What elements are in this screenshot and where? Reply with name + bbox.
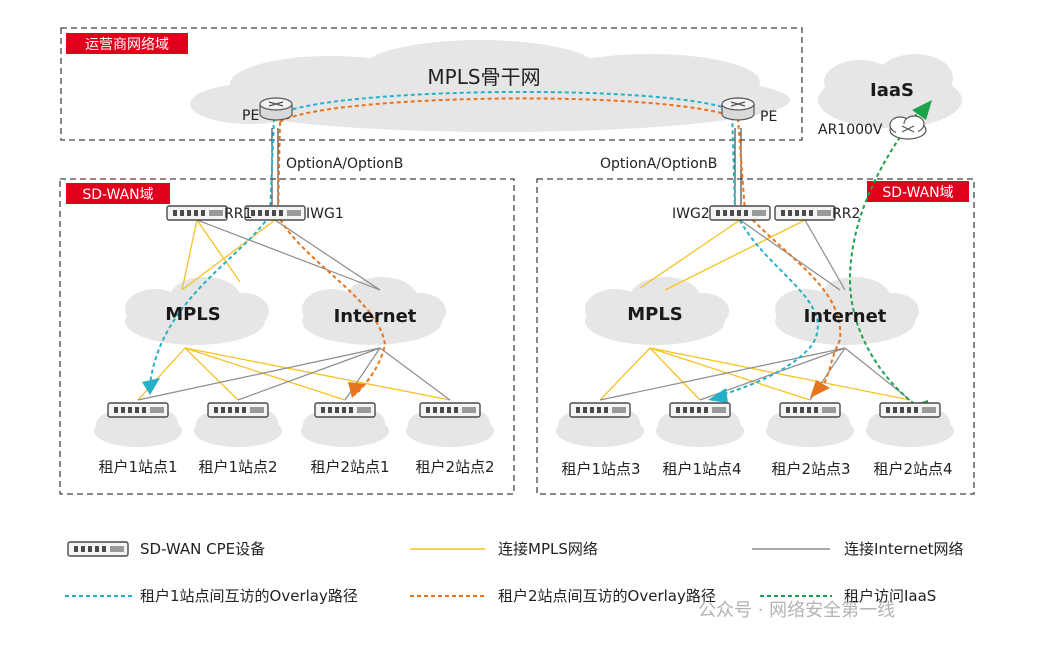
watermark-text: 公众号 · 网络安全第一线 xyxy=(698,600,895,621)
pe-right-router-icon xyxy=(721,97,755,121)
rr2-device-icon xyxy=(774,205,836,221)
legend-mpls-label: 连接MPLS网络 xyxy=(498,540,598,558)
site-cpe-icon xyxy=(569,402,631,418)
right-sdwan-tag xyxy=(867,181,969,202)
site-label: 租户2站点4 xyxy=(873,460,952,478)
site-label: 租户2站点3 xyxy=(771,460,850,478)
legend-internet-label: 连接Internet网络 xyxy=(844,540,964,558)
tenant2-overlay-path xyxy=(276,97,842,396)
option-left-label: OptionA/OptionB xyxy=(286,156,403,172)
site-cpe-icon xyxy=(314,402,376,418)
ar1000v-router-icon xyxy=(889,115,927,140)
left-sdwan-label: SD-WAN域 xyxy=(82,187,153,203)
left-sdwan-domain-box xyxy=(59,178,515,495)
left-mpls-label: MPLS xyxy=(165,304,221,325)
legend-tenant1-label: 租户1站点间互访的Overlay路径 xyxy=(140,587,358,605)
pe-left-router-icon xyxy=(259,97,293,121)
option-right-label: OptionA/OptionB xyxy=(600,156,717,172)
site-cpe-icon xyxy=(207,402,269,418)
right-mpls-links xyxy=(599,219,911,401)
legend-tenant2-label: 租户2站点间互访的Overlay路径 xyxy=(498,587,716,605)
tenant1-arrow-left xyxy=(142,378,160,395)
legend-cpe-icon xyxy=(67,541,129,557)
site-label: 租户1站点4 xyxy=(662,460,741,478)
tenant2-arrow-right xyxy=(810,380,830,398)
tenant1-overlay-path xyxy=(149,90,819,398)
site-label: 租户2站点2 xyxy=(415,458,494,476)
rr1-device-icon xyxy=(166,205,228,221)
site-cpe-icon xyxy=(107,402,169,418)
legend-iaas-label: 租户访问IaaS xyxy=(844,587,936,605)
site-cpe-icon xyxy=(669,402,731,418)
operator-domain-box xyxy=(60,27,803,141)
pe-right-label: PE xyxy=(760,109,777,125)
site-label: 租户1站点1 xyxy=(98,458,177,476)
site-cpe-icon xyxy=(779,402,841,418)
iaas-label: IaaS xyxy=(870,80,914,101)
tenant1-arrow-right xyxy=(708,388,728,403)
operator-domain-label: 运营商网络域 xyxy=(85,37,169,53)
ar1000v-label: AR1000V xyxy=(818,122,883,138)
iwg1-label: IWG1 xyxy=(306,206,344,222)
iaas-overlay-path xyxy=(848,109,921,409)
left-internet-links xyxy=(137,219,451,401)
site-label: 租户1站点2 xyxy=(198,458,277,476)
site-label: 租户2站点1 xyxy=(310,458,389,476)
right-mpls-label: MPLS xyxy=(627,304,683,325)
mpls-backbone-label: MPLS骨干网 xyxy=(427,65,540,89)
tenant2-arrow-left xyxy=(348,382,366,398)
left-internet-label: Internet xyxy=(334,306,417,327)
site-label: 租户1站点3 xyxy=(561,460,640,478)
pe-left-label: PE xyxy=(242,108,259,124)
iwg2-label: IWG2 xyxy=(672,206,710,222)
left-mpls-links xyxy=(137,219,451,401)
right-sdwan-domain-box xyxy=(536,178,975,495)
rr2-label: RR2 xyxy=(832,206,860,222)
iwg1-device-icon xyxy=(244,205,306,221)
right-internet-label: Internet xyxy=(804,306,887,327)
operator-domain-tag xyxy=(66,33,188,54)
iaas-arrow-up xyxy=(912,100,932,120)
site-cpe-icon xyxy=(419,402,481,418)
iwg2-device-icon xyxy=(709,205,771,221)
left-sdwan-tag xyxy=(66,183,170,204)
legend-cpe-label: SD-WAN CPE设备 xyxy=(140,540,265,558)
rr1-label: RR1 xyxy=(224,206,252,222)
right-sdwan-label: SD-WAN域 xyxy=(882,185,953,201)
site-cpe-icon xyxy=(879,402,941,418)
